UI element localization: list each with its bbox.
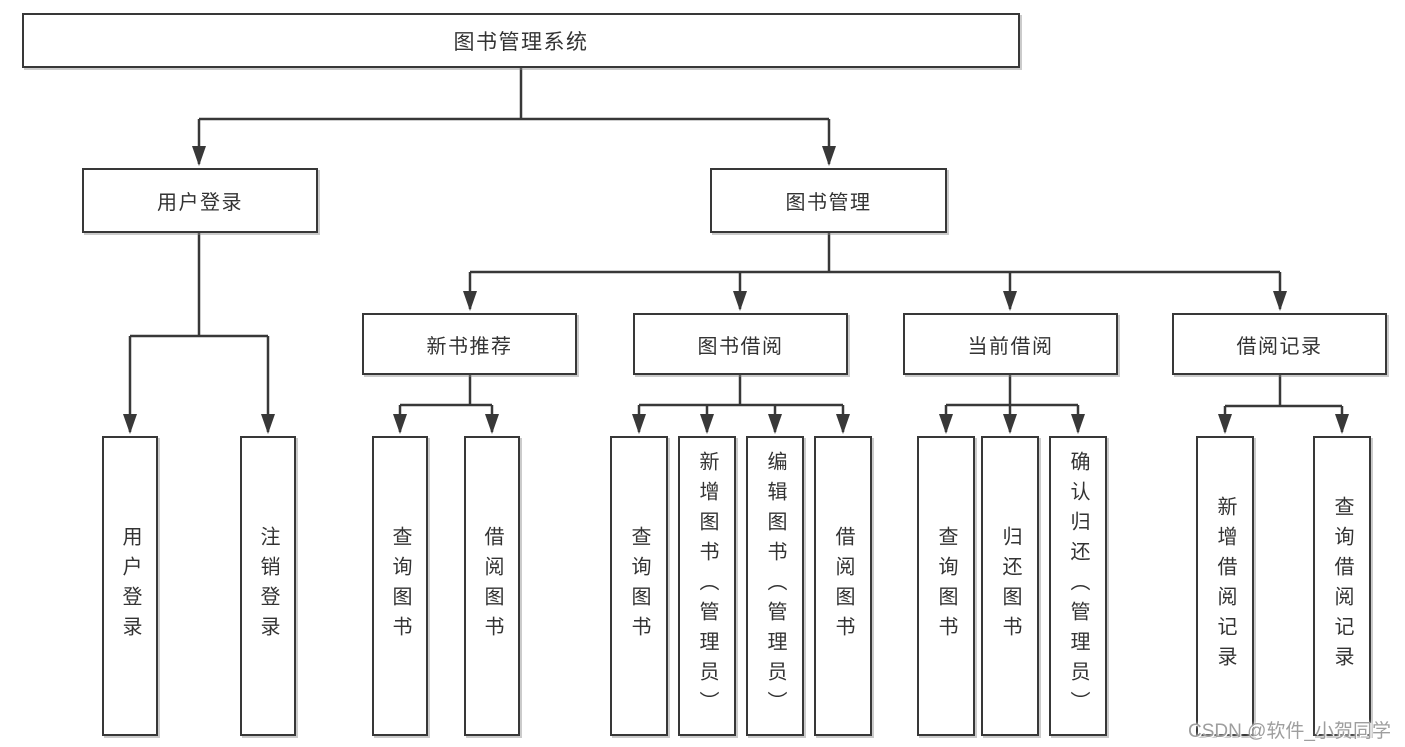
leaf-label: 归还图书 — [999, 526, 1021, 646]
node-label: 借阅记录 — [1236, 335, 1323, 358]
leaf-query-books-recommend: 查询图书 — [372, 436, 428, 736]
leaf-label: 借阅图书 — [481, 526, 503, 646]
leaf-add-book-admin: 新增图书（管理员） — [678, 436, 736, 736]
node-label: 图书借阅 — [697, 335, 784, 358]
leaf-label: 查询图书 — [935, 526, 957, 646]
leaf-label: 用户登录 — [119, 526, 141, 646]
node-borrow-records: 借阅记录 — [1172, 313, 1387, 375]
node-current-borrow: 当前借阅 — [903, 313, 1118, 375]
node-label: 图书管理系统 — [453, 30, 589, 54]
node-label: 图书管理 — [785, 192, 872, 214]
node-new-book-recommend: 新书推荐 — [362, 313, 577, 375]
leaf-logout: 注销登录 — [240, 436, 296, 736]
leaf-label: 查询借阅记录 — [1331, 496, 1353, 676]
leaf-label: 借阅图书 — [832, 526, 854, 646]
node-book-borrow: 图书借阅 — [633, 313, 848, 375]
node-user-login: 用户登录 — [82, 168, 318, 233]
leaf-query-books-current: 查询图书 — [917, 436, 975, 736]
csdn-watermark: CSDN @软件_小贺同学 — [1188, 721, 1391, 742]
leaf-add-borrow-record: 新增借阅记录 — [1196, 436, 1254, 736]
leaf-query-books-borrow: 查询图书 — [610, 436, 668, 736]
leaf-borrow-books-recommend: 借阅图书 — [464, 436, 520, 736]
leaf-return-books: 归还图书 — [981, 436, 1039, 736]
leaf-label: 查询图书 — [628, 526, 650, 646]
leaf-label: 新增借阅记录 — [1214, 496, 1236, 676]
node-system-root: 图书管理系统 — [22, 13, 1020, 68]
leaf-edit-book-admin: 编辑图书（管理员） — [746, 436, 804, 736]
leaf-label: 查询图书 — [389, 526, 411, 646]
leaf-query-borrow-record: 查询借阅记录 — [1313, 436, 1371, 736]
leaf-borrow-books: 借阅图书 — [814, 436, 872, 736]
leaf-user-login: 用户登录 — [102, 436, 158, 736]
node-label: 新书推荐 — [426, 335, 513, 358]
leaf-label: 确认归还（管理员） — [1067, 451, 1089, 721]
leaf-label: 注销登录 — [257, 526, 279, 646]
node-book-management: 图书管理 — [710, 168, 947, 233]
leaf-confirm-return-admin: 确认归还（管理员） — [1049, 436, 1107, 736]
node-label: 当前借阅 — [967, 335, 1054, 358]
leaf-label: 编辑图书（管理员） — [764, 451, 786, 721]
node-label: 用户登录 — [157, 192, 243, 214]
leaf-label: 新增图书（管理员） — [696, 451, 718, 721]
